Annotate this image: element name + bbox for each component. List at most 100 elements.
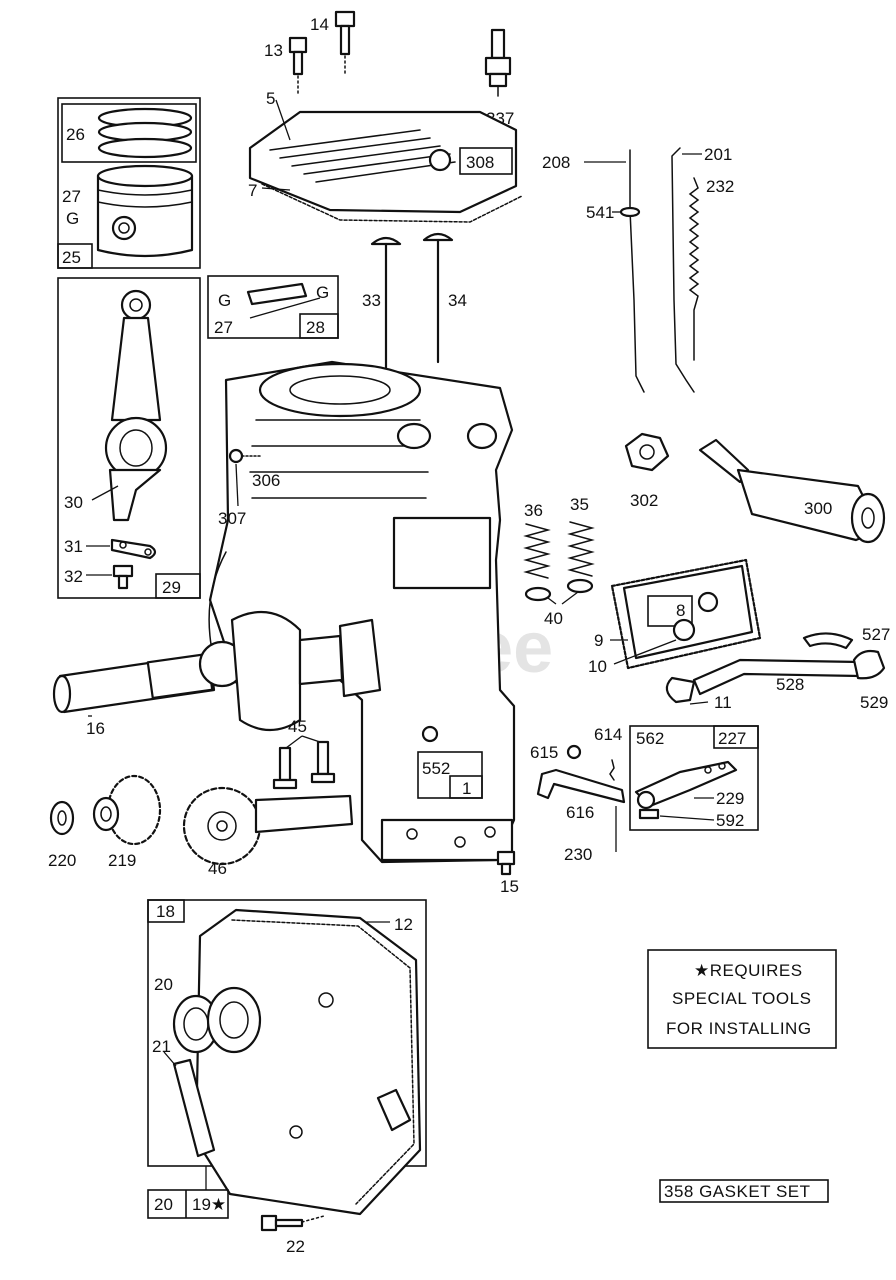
label-1: 1 (462, 779, 471, 798)
cylinder-head-group: 13 14 337 308 5 7 (248, 10, 523, 223)
label-7: 7 (248, 181, 257, 200)
muffler-pipe (698, 438, 750, 484)
exhaust-valve-head (422, 232, 454, 242)
link-208 (629, 149, 645, 393)
breather-group: 8 9 10 11 (588, 558, 762, 712)
label-25: 25 (62, 248, 81, 267)
label-308: 308 (466, 153, 494, 172)
muffler-end (850, 492, 886, 544)
label-36: 36 (524, 501, 543, 520)
sump-cover-group: 18 12 20 21 20 19★ 22 (147, 899, 427, 1256)
label-22: 22 (286, 1237, 305, 1256)
label-11: 11 (714, 693, 732, 712)
link-201 (671, 147, 695, 393)
rod-box (57, 277, 201, 599)
tappet-right (316, 740, 330, 776)
label-45: 45 (288, 717, 307, 736)
tube-clamp (802, 632, 854, 650)
head-bolt-13 (288, 36, 308, 95)
breather-cover (622, 564, 754, 660)
connecting-rod-group: 30 31 32 29 (57, 277, 201, 599)
sump-cover (194, 908, 422, 1216)
grommet-541 (619, 206, 641, 218)
screw-307 (228, 448, 244, 464)
governor-links-group: 208 541 201 232 (542, 145, 734, 393)
plug-552 (421, 725, 439, 743)
label-220: 220 (48, 851, 76, 870)
label-232: 232 (706, 177, 734, 196)
spring-232 (688, 177, 700, 361)
label-33: 33 (362, 291, 381, 310)
base-bolt-group: 15 (496, 850, 519, 896)
note-requires: ★REQUIRES (694, 961, 803, 980)
label-12: 12 (394, 915, 413, 934)
label-616: 616 (566, 803, 594, 822)
label-300: 300 (804, 499, 832, 518)
label-615: 615 (530, 743, 558, 762)
valve-spring-36 (523, 523, 551, 579)
label-21: 21 (152, 1037, 171, 1056)
muffler-group: 302 300 (624, 432, 886, 544)
piston-pin-group: G G 27 28 (207, 275, 339, 339)
label-528: 528 (776, 675, 804, 694)
pin-614 (609, 759, 615, 781)
rod-lock-plate (110, 538, 157, 560)
intake-valve-head (370, 236, 402, 246)
breather-number-box (647, 595, 693, 627)
lever-nut (638, 808, 660, 820)
piston-group: 26 27 G 25 (57, 97, 201, 269)
label-20-bottom: 20 (154, 1195, 173, 1214)
oil-seal-right (206, 986, 262, 1054)
cylinder-block-group: 552 1 306 307 (208, 360, 516, 864)
piston-box (57, 97, 201, 269)
label-34: 34 (448, 291, 467, 310)
label-19: 19★ (192, 1195, 226, 1214)
spring-retainer-right (566, 578, 594, 594)
rod-bolt (112, 564, 134, 590)
tappet-left (278, 746, 292, 782)
dipstick-tube (172, 1058, 216, 1158)
rings-box (61, 103, 197, 163)
piston-number-box (57, 243, 93, 269)
label-229: 229 (716, 789, 744, 808)
label-230: 230 (564, 845, 592, 864)
rod-number-box (155, 573, 201, 599)
label-g-pin-left: G (218, 291, 231, 310)
label-306: 306 (252, 471, 280, 490)
washer-220 (49, 800, 75, 836)
label-13: 13 (264, 41, 283, 60)
piston-rings (97, 107, 193, 159)
label-552: 552 (422, 759, 450, 778)
label-46: 46 (208, 859, 227, 878)
sump-bolt (260, 1214, 325, 1232)
label-208: 208 (542, 153, 570, 172)
label-32: 32 (64, 567, 83, 586)
head-bolt-14 (334, 10, 356, 77)
valve-springs-group: 36 35 40 (523, 495, 595, 628)
label-541: 541 (586, 203, 614, 222)
label-20-top: 20 (154, 975, 173, 994)
label-27-piston: 27 (62, 187, 81, 206)
drain-plug (376, 1088, 412, 1132)
label-592: 592 (716, 811, 744, 830)
valve-chamber (392, 516, 492, 590)
label-529: 529 (860, 693, 888, 712)
label-27-pin: 27 (214, 318, 233, 337)
label-29: 29 (162, 578, 181, 597)
muffler-nut (624, 432, 670, 472)
label-10: 10 (588, 657, 607, 676)
tube-grommet (852, 649, 886, 680)
label-562: 562 (636, 729, 664, 748)
label-307: 307 (218, 509, 246, 528)
breather-elbow (665, 676, 696, 704)
piston (96, 164, 194, 258)
valve-spring-35 (567, 521, 595, 577)
label-527: 527 (862, 625, 890, 644)
cooling-fins (249, 419, 429, 499)
cylinder-bore-top (258, 362, 422, 418)
note-for-installing: FOR INSTALLING (666, 1019, 812, 1038)
seal-number-box (147, 1189, 229, 1219)
label-26: 26 (66, 125, 85, 144)
camshaft (254, 794, 354, 834)
